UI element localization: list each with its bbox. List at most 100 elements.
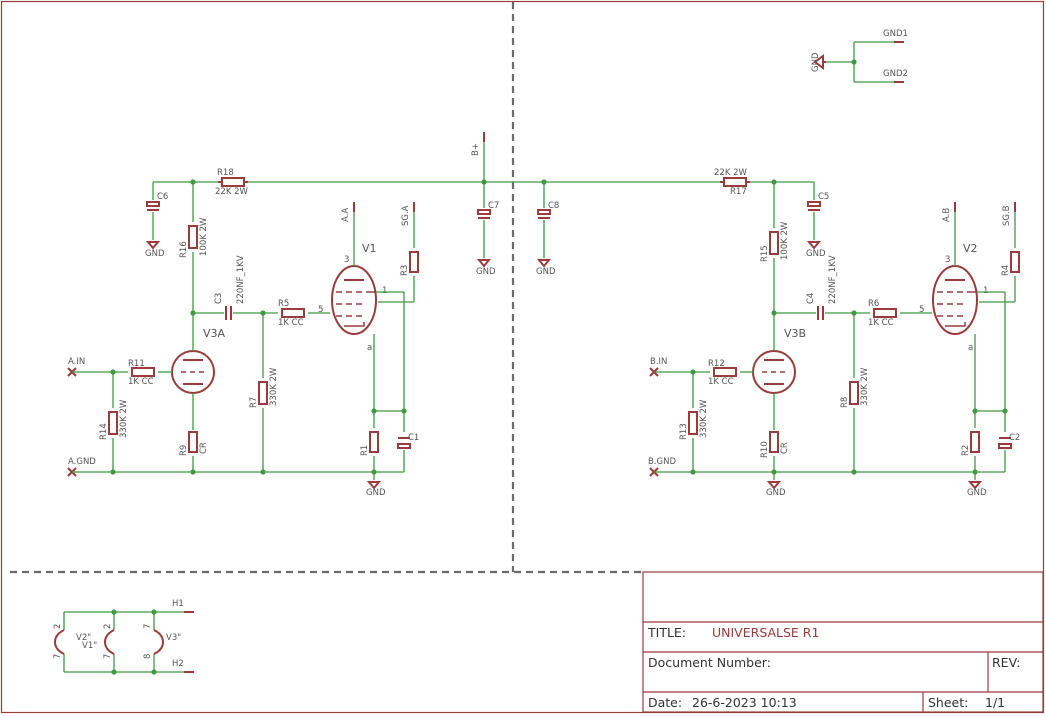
r8-value: 330K 2W [860, 367, 870, 406]
resistor-r14 [108, 411, 118, 435]
ground-connector-block: GND1 GND2 GND [811, 29, 908, 83]
capacitor-c8 [537, 209, 551, 215]
v2-name: V2 [963, 242, 978, 255]
document-number-label: Document Number: [648, 655, 771, 670]
r16-name: R16 [179, 241, 189, 258]
resistor-r2 [970, 431, 980, 453]
r9-name: R9 [179, 445, 189, 456]
resistor-r1 [369, 431, 379, 453]
tube-v1 [331, 265, 377, 335]
c5-name: C5 [818, 192, 829, 202]
c8-gnd-label: GND [536, 267, 556, 277]
resistor-r7 [258, 381, 268, 405]
r7-name: R7 [249, 397, 259, 408]
r17-name: R17 [730, 187, 747, 197]
title-value: UNIVERSALSE R1 [712, 625, 819, 640]
b-gnd-symbol-label-1: GND [766, 488, 786, 498]
channel-b: 22K 2W R17 C5 GND R15 100K 2W C4 220NF_1… [648, 168, 1020, 498]
r11-name: R11 [128, 359, 145, 369]
resistor-r4 [1010, 251, 1020, 273]
resistor-r11 [131, 367, 155, 377]
v3-heater-pin-8: 8 [143, 654, 153, 659]
resistor-r5 [281, 308, 305, 318]
r17-value: 22K 2W [714, 168, 747, 178]
v1-pin-1: 1 [382, 286, 387, 296]
c6-name: C6 [157, 192, 168, 202]
r1-name: R1 [360, 445, 370, 456]
capacitor-c5 [807, 201, 821, 207]
b-plus-label: B+ [471, 143, 481, 156]
r11-value: 1K CC [128, 377, 154, 387]
h1-label: H1 [172, 599, 184, 609]
anode-b-label: A.B [942, 208, 952, 222]
c3-name: C3 [214, 293, 224, 304]
r13-value: 330K 2W [699, 399, 709, 438]
r5-value: 1K CC [278, 318, 304, 328]
resistor-r15 [769, 231, 779, 255]
r12-value: 1K CC [708, 377, 734, 387]
c8-name: C8 [548, 201, 559, 211]
resistor-r9 [188, 431, 198, 453]
gnd-label-block: GND [811, 52, 821, 72]
resistor-r6 [873, 308, 897, 318]
r15-name: R15 [760, 245, 770, 262]
r18-value: 22K 2W [215, 187, 248, 197]
heater-v1 [104, 629, 115, 655]
resistor-r17 [723, 177, 747, 187]
heater-v3 [153, 629, 164, 655]
r2-name: R2 [961, 445, 971, 456]
b-in-label: B.IN [650, 357, 667, 367]
revision-label: REV: [992, 655, 1020, 670]
resistor-r18 [221, 177, 245, 187]
b-gnd-symbol-label-2: GND [967, 488, 987, 498]
heater-v2 [54, 629, 65, 655]
v3-heater-label: V3" [166, 633, 181, 643]
r15-value: 100K 2W [780, 221, 790, 260]
v2-pin-5: 5 [919, 305, 924, 315]
v3-heater-pin-7: 7 [143, 624, 153, 629]
v2-heater-pin-2: 2 [53, 624, 63, 629]
v1-pin-3: 3 [344, 255, 349, 265]
r14-name: R14 [99, 423, 109, 440]
v3a-name: V3A [203, 327, 226, 340]
c5-gnd-label: GND [806, 249, 826, 259]
c7-name: C7 [488, 201, 499, 211]
heater-circuit: H1 H2 V2" V1" V3" 2 7 2 7 7 8 [53, 599, 194, 675]
resistor-r16 [188, 225, 198, 249]
r6-value: 1K CC [868, 318, 894, 328]
sheet-value: 1/1 [985, 695, 1005, 710]
r9-value: CR [199, 442, 209, 454]
r7-value: 330K 2W [269, 367, 279, 406]
c7-gnd-label: GND [476, 267, 496, 277]
r16-value: 100K 2W [199, 217, 209, 256]
screen-a-label: SG.A [401, 205, 411, 226]
c4-value: 220NF_1KV [828, 255, 838, 304]
c1-name: C1 [408, 433, 419, 443]
c2-name: C2 [1009, 433, 1020, 443]
capacitor-c7 [477, 209, 491, 215]
r3-name: R3 [400, 265, 410, 276]
r18-name: R18 [217, 168, 234, 178]
r14-value: 330K 2W [119, 399, 129, 438]
v2-pin-a: a [968, 343, 973, 353]
v1-pin-5: 5 [318, 305, 323, 315]
title-block: TITLE: UNIVERSALSE R1 Document Number: R… [642, 571, 1044, 713]
v1-heater-pin-7: 7 [103, 654, 113, 659]
c4-name: C4 [806, 293, 816, 304]
v2-heater-pin-7: 7 [53, 654, 63, 659]
r10-value: CR [780, 442, 790, 454]
r12-name: R12 [708, 359, 725, 369]
h2-label: H2 [172, 659, 184, 669]
v3b-name: V3B [784, 327, 806, 340]
gnd2-label: GND2 [883, 69, 908, 79]
v2-pin-3: 3 [945, 255, 950, 265]
r5-name: R5 [278, 299, 289, 309]
a-in-label: A.IN [68, 357, 85, 367]
tube-v2 [932, 265, 978, 335]
v1-pin-a: a [367, 343, 372, 353]
anode-a-label: A.A [341, 208, 351, 222]
date-value: 26-6-2023 10:13 [692, 695, 797, 710]
v1-heater-label: V1" [82, 641, 97, 651]
